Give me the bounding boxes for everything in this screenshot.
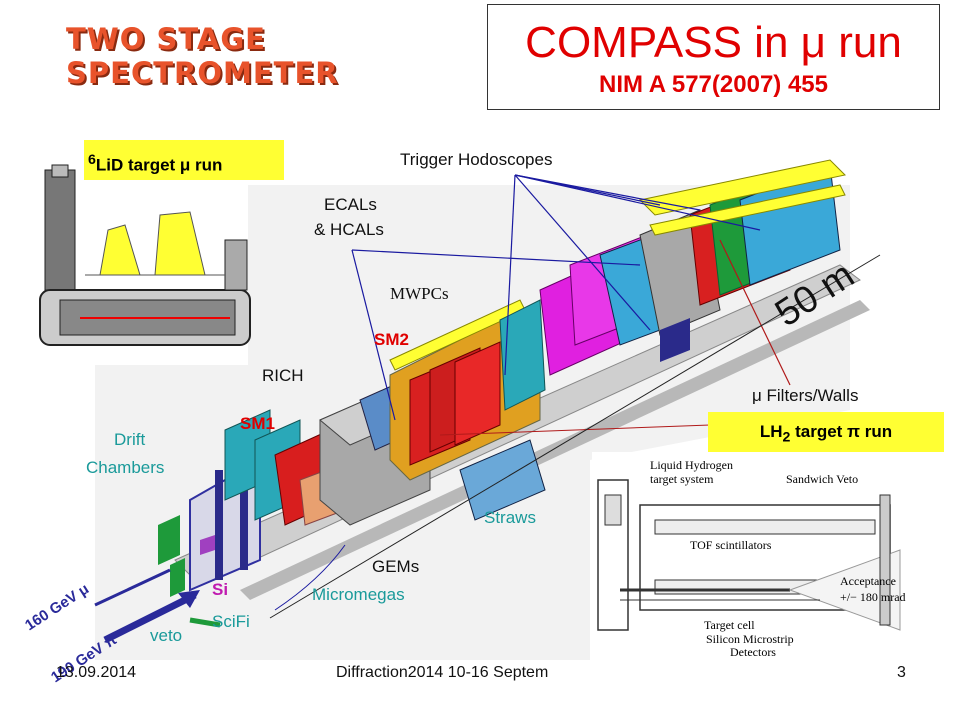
silicon-label-2: Detectors bbox=[730, 645, 776, 659]
trigger-hodoscopes-label: Trigger Hodoscopes bbox=[400, 150, 553, 169]
tof-label: TOF scintillators bbox=[690, 538, 772, 552]
target-cell-label: Target cell bbox=[704, 618, 755, 632]
gems-label: GEMs bbox=[372, 557, 420, 576]
main-title: COMPASS in μ run bbox=[525, 18, 902, 67]
lh2-pointer bbox=[439, 424, 711, 436]
headline-line2: SPECTROMETER bbox=[66, 56, 339, 90]
lh2-target-text: target π run bbox=[790, 422, 893, 441]
headline: TWO STAGE SPECTROMETER bbox=[66, 22, 339, 90]
micromegas-label: Micromegas bbox=[312, 585, 405, 604]
lh2-subscript: 2 bbox=[782, 429, 791, 446]
hcals-label: & HCALs bbox=[314, 220, 384, 239]
reference: NIM A 577(2007) 455 bbox=[598, 71, 828, 98]
sm2-label: SM2 bbox=[374, 330, 409, 349]
length-arrow bbox=[269, 254, 881, 619]
gem-pointer bbox=[274, 544, 346, 611]
lh2-system-label-2: target system bbox=[650, 472, 714, 486]
silicon-label-1: Silicon Microstrip bbox=[706, 632, 794, 646]
acceptance-label-1: Acceptance bbox=[840, 574, 896, 588]
drift-label-1: Drift bbox=[114, 430, 146, 449]
veto-label: veto bbox=[150, 626, 183, 645]
rich-label: RICH bbox=[262, 366, 304, 385]
scifi-label: SciFi bbox=[212, 612, 250, 631]
filters-pointer bbox=[719, 239, 791, 386]
beam-arrows bbox=[94, 568, 221, 644]
lid-isotope: 6 bbox=[88, 152, 96, 168]
lh2-target-inset bbox=[592, 452, 944, 660]
footer-conference: Diffraction2014 10-16 Septem bbox=[336, 664, 549, 681]
sm2-region bbox=[389, 299, 546, 481]
lid-target-label: 6LiD target μ run bbox=[84, 140, 284, 180]
si-label: Si bbox=[212, 580, 229, 599]
floor-rail-2 bbox=[240, 300, 870, 600]
headline-line1: TWO STAGE bbox=[66, 22, 266, 56]
sm1-label: SM1 bbox=[240, 414, 275, 433]
sandwich-veto-label: Sandwich Veto bbox=[786, 472, 859, 486]
second-stage bbox=[539, 159, 847, 376]
title-box: COMPASS in μ run NIM A 577(2007) 455 bbox=[487, 4, 940, 110]
lh2-target-label: LH2 target π run bbox=[708, 412, 944, 452]
lh2-symbol: LH bbox=[759, 422, 783, 441]
lid-target-inset bbox=[38, 160, 251, 365]
ecals-label: ECALs bbox=[324, 195, 377, 214]
filters-label: μ Filters/Walls bbox=[752, 386, 859, 405]
pointer-lines bbox=[351, 174, 761, 421]
footer-date: 13.09.2014 bbox=[56, 664, 137, 681]
lid-target-text: LiD target μ run bbox=[95, 155, 223, 175]
lh2-system-label-1: Liquid Hydrogen bbox=[650, 458, 733, 472]
mwpcs-label: MWPCs bbox=[390, 284, 449, 303]
page-number: 3 bbox=[897, 664, 906, 681]
straws-label: Straws bbox=[484, 508, 536, 527]
acceptance-label-2: +/− 180 mrad bbox=[840, 590, 906, 604]
drift-label-2: Chambers bbox=[86, 458, 165, 477]
